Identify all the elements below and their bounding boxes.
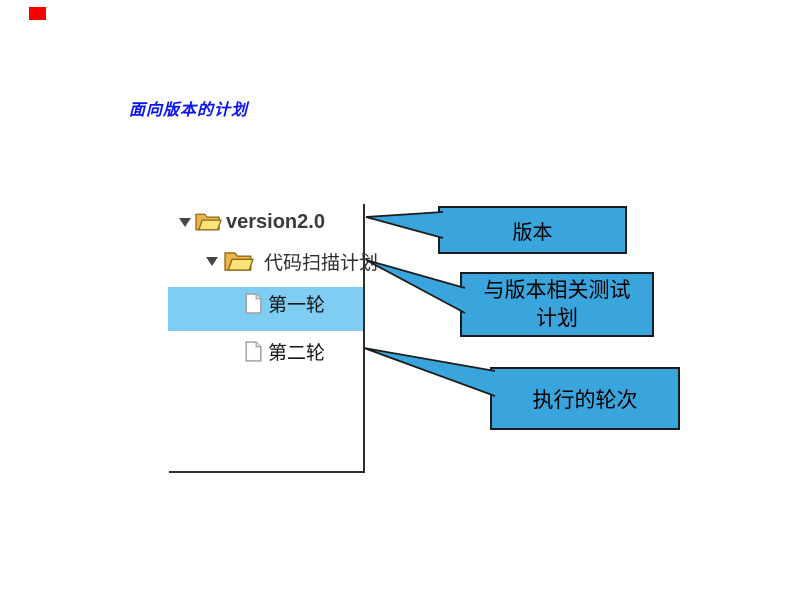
tree-item-label: 第二轮 bbox=[268, 342, 326, 364]
callout-execution-rounds-label: 执行的轮次 bbox=[532, 388, 638, 412]
tree-item-round-2[interactable]: 第二轮 bbox=[245, 338, 325, 364]
folder-icon bbox=[195, 213, 222, 231]
callout-pointer-test-plan bbox=[365, 259, 466, 314]
callout-version-label: 版本 bbox=[512, 221, 553, 244]
tree-item-round-1[interactable]: 第一轮 bbox=[245, 290, 325, 316]
callout-test-plan-line1: 与版本相关测试 bbox=[483, 278, 631, 302]
folder-icon bbox=[224, 251, 254, 271]
tree-item-label: 第一轮 bbox=[268, 294, 326, 316]
tree-item-code-scan-plan[interactable]: 代码扫描计划 bbox=[206, 246, 378, 276]
expand-caret-icon[interactable] bbox=[179, 217, 191, 227]
page-title: 面向版本的计划 bbox=[129, 102, 249, 119]
tree-panel-right-border bbox=[363, 204, 365, 473]
red-square-decoration bbox=[29, 7, 46, 20]
tree-item-version2.0[interactable]: version2.0 bbox=[179, 208, 325, 236]
expand-caret-icon[interactable] bbox=[206, 256, 218, 266]
document-icon bbox=[245, 340, 262, 362]
tree-selection-highlight bbox=[168, 287, 363, 331]
tree-item-label: 代码扫描计划 bbox=[264, 252, 379, 274]
callout-version-test-plan: 与版本相关测试 计划 bbox=[460, 272, 654, 337]
tree-item-label: version2.0 bbox=[226, 210, 325, 233]
tree-panel-bottom-border bbox=[169, 471, 365, 473]
callout-version: 版本 bbox=[438, 206, 627, 254]
callout-execution-rounds: 执行的轮次 bbox=[490, 367, 680, 430]
callout-pointer-version bbox=[365, 211, 444, 239]
callout-pointer-execution-rounds bbox=[363, 347, 496, 397]
callout-test-plan-line2: 计划 bbox=[536, 306, 578, 330]
document-icon bbox=[245, 292, 262, 314]
